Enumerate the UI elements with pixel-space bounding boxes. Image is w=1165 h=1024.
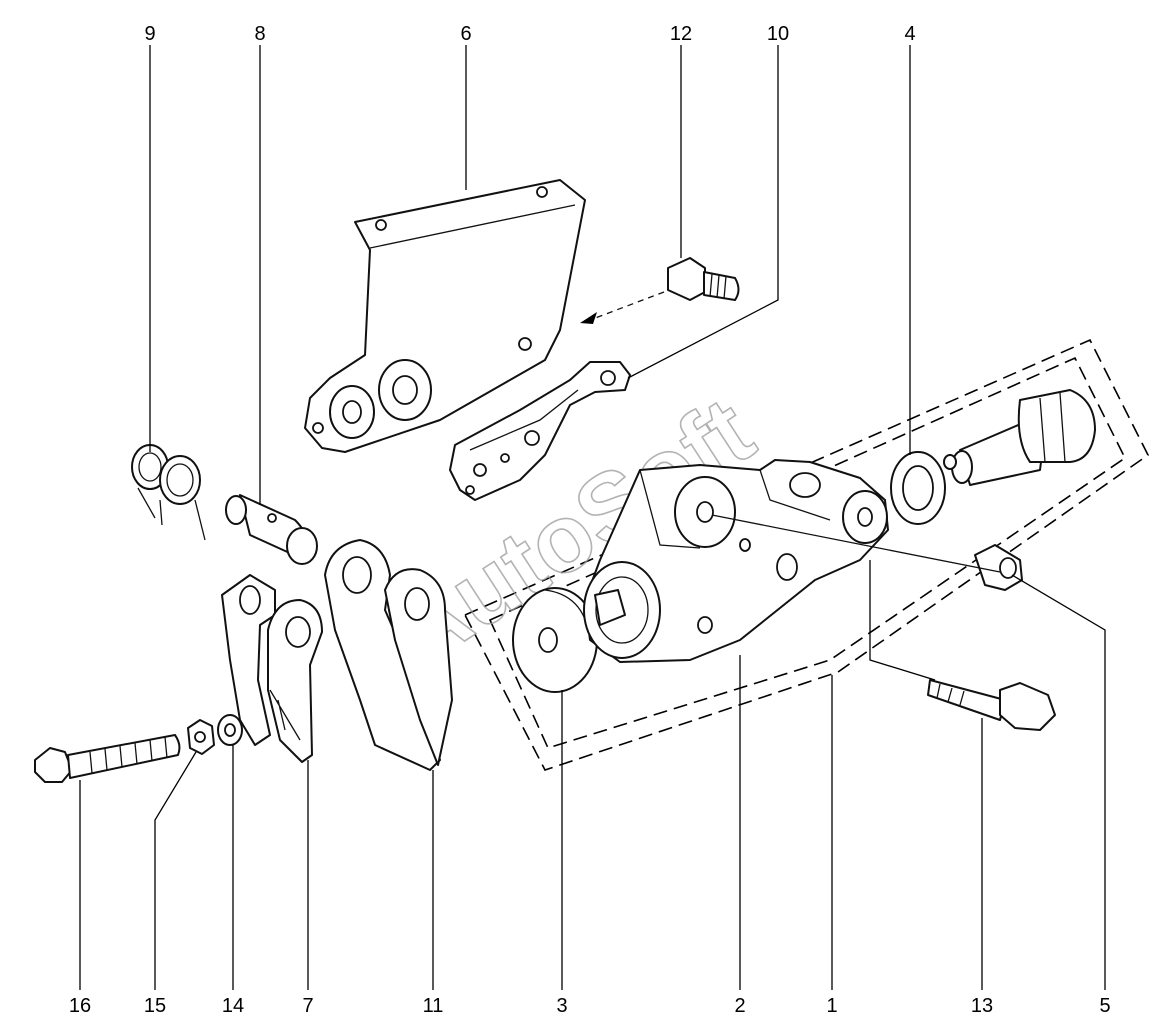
callout-9: 9 <box>144 23 155 45</box>
sleeve-part-5 <box>974 544 1023 591</box>
bracket-part-6 <box>304 179 586 453</box>
callout-14: 14 <box>222 995 244 1017</box>
callout-16: 16 <box>69 995 91 1017</box>
callout-13: 13 <box>971 995 993 1017</box>
nut-part-15 <box>187 719 215 755</box>
callout-2: 2 <box>734 995 745 1017</box>
callout-10: 10 <box>767 23 789 45</box>
callout-3: 3 <box>556 995 567 1017</box>
callout-12: 12 <box>670 23 692 45</box>
leader-lines <box>79 45 1106 990</box>
regulator-body-part-2 <box>583 459 889 663</box>
valve-plug <box>943 389 1096 486</box>
callout-4: 4 <box>904 23 915 45</box>
washer-part-14 <box>217 714 243 746</box>
lever-part-7 <box>221 574 323 763</box>
bolt-part-16 <box>34 734 181 783</box>
callout-7: 7 <box>302 995 313 1017</box>
callout-11: 11 <box>423 995 444 1017</box>
callout-8: 8 <box>254 23 265 45</box>
bolt-part-12 <box>580 257 740 324</box>
callout-15: 15 <box>144 995 166 1017</box>
washer-part-4 <box>890 451 946 525</box>
lever-part-11 <box>324 539 453 771</box>
bolt-part-13 <box>927 679 1056 731</box>
spring-part-9 <box>131 444 206 541</box>
plate-part-10 <box>449 361 631 501</box>
callout-5: 5 <box>1099 995 1110 1017</box>
callout-labels: 9 8 6 12 10 4 16 15 14 7 11 3 2 1 13 5 <box>69 23 1111 1017</box>
callout-1: 1 <box>826 995 837 1017</box>
callout-6: 6 <box>460 23 471 45</box>
pin-part-8 <box>225 494 318 565</box>
